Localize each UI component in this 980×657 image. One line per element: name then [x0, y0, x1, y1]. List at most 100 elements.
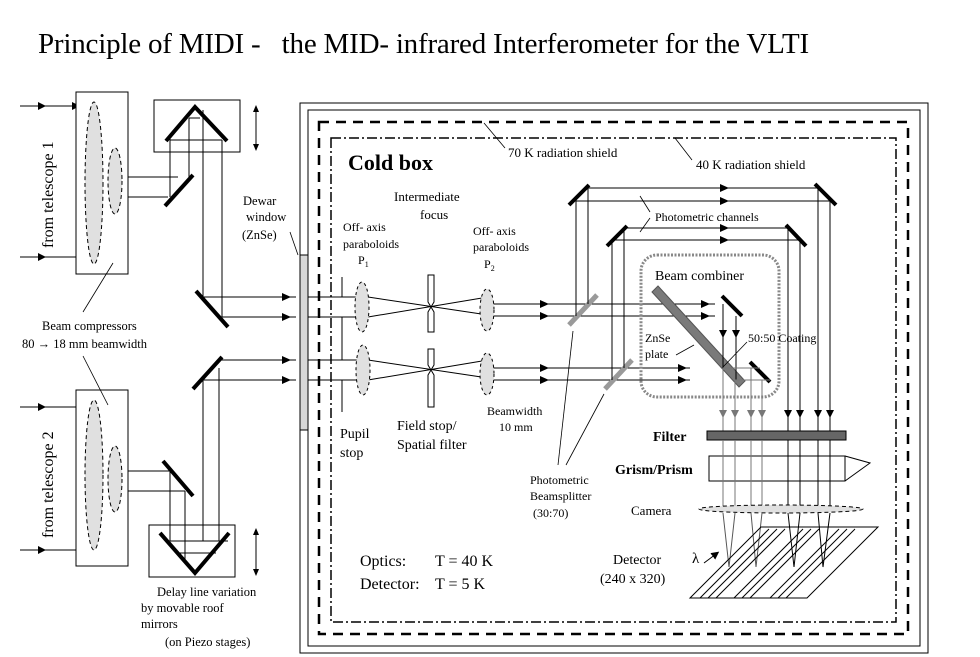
roof-mirror-1 — [153, 99, 241, 153]
pupil-stop-label-1: Pupil — [340, 427, 370, 442]
shield-70k-outline — [317, 120, 910, 636]
off-axis-p1-label-2: paraboloids — [343, 237, 399, 251]
detector-label-2: (240 x 320) — [600, 572, 666, 587]
p2-label: P2 — [484, 257, 495, 273]
off-axis-p2-label-2: paraboloids — [473, 240, 529, 254]
beam-path-1 — [128, 110, 296, 318]
dewar-window-label-3: (ZnSe) — [242, 228, 277, 242]
from-telescope-1-label: from telescope 1 — [40, 141, 57, 248]
photometric-bs-label-3: (30:70) — [533, 506, 568, 520]
shield-70k-leader — [483, 122, 506, 149]
camera-lens — [698, 504, 864, 514]
roof-mirror-2 — [148, 524, 236, 578]
photometric-mirrors — [567, 182, 838, 248]
fold-mirror-1a — [163, 173, 195, 208]
shield-70k-label: 70 K radiation shield — [508, 145, 618, 160]
telescope-1-input — [20, 102, 80, 261]
combiner-mirror-upper — [720, 294, 744, 318]
telescope-2-input — [20, 403, 76, 554]
roof-mirror-2-motion-arrow — [253, 528, 259, 576]
photometric-bs-label-2: Beamsplitter — [530, 489, 591, 503]
camera-label: Camera — [631, 503, 672, 518]
beam-combiner-label: Beam combiner — [655, 269, 744, 284]
photometric-bs-leader-2 — [565, 393, 605, 466]
dewar-input-arrows — [282, 293, 291, 384]
detector-temp-value: T = 5 K — [435, 576, 486, 593]
znse-plate-leader — [675, 344, 695, 356]
dewar-window-label-2: window — [246, 210, 286, 224]
combiner-internal-arrows — [719, 330, 740, 338]
pupil-stop-label-2: stop — [340, 446, 363, 461]
lambda-label: λ — [692, 551, 700, 567]
field-stop-lower — [427, 348, 435, 408]
delay-line-label-1: Delay line variation — [157, 585, 257, 599]
beamwidth-label-1: Beamwidth — [487, 404, 542, 418]
p1-label: P1 — [358, 253, 369, 269]
photometric-beamsplitter-2 — [603, 358, 634, 391]
cold-box-label: Cold box — [348, 150, 433, 175]
beam-path-2 — [128, 368, 296, 561]
filter-element — [706, 430, 847, 441]
filter-label: Filter — [653, 430, 686, 445]
optics-temp-label: Optics: — [360, 553, 406, 570]
photometric-beamsplitter-1 — [567, 293, 599, 327]
fold-mirror-2b — [191, 355, 224, 391]
combiner-mirror-lower — [748, 360, 772, 384]
from-telescope-2-label: from telescope 2 — [40, 431, 57, 538]
combiner-internal-paths — [722, 304, 737, 380]
znse-plate-label-2: plate — [645, 347, 668, 361]
beams-through-grism-photometric — [787, 440, 831, 510]
grism-label: Grism/Prism — [615, 463, 693, 478]
photometric-channels-leader-1 — [639, 195, 651, 213]
fold-mirror-1b — [194, 289, 230, 329]
detector-temp-label: Detector: — [360, 576, 420, 593]
dewar-window — [299, 254, 309, 431]
delay-line-label-2: by movable roof — [141, 601, 224, 615]
paraboloid-p2-upper — [479, 288, 495, 332]
delay-line-label-4: (on Piezo stages) — [165, 635, 250, 649]
beam-arrows-mid — [540, 300, 710, 384]
intermediate-focus-label-1: Intermediate — [394, 189, 460, 204]
photometric-channel-paths — [575, 187, 831, 420]
fold-mirror-2a — [161, 459, 195, 498]
paraboloid-p1-upper — [354, 281, 370, 333]
shield-40k-leader — [674, 137, 693, 161]
beam-compressors-label: Beam compressors — [42, 319, 137, 333]
roof-mirror-1-motion-arrow — [253, 105, 259, 151]
photometric-channels-label: Photometric channels — [655, 210, 759, 224]
photometric-bs-label-1: Photometric — [530, 473, 589, 487]
beams-through-grism-combined — [722, 440, 763, 510]
shield-40k-label: 40 K radiation shield — [696, 157, 806, 172]
off-axis-p1-label-1: Off- axis — [343, 220, 386, 234]
beam-combiner-box — [639, 253, 781, 399]
detector-array — [688, 526, 880, 599]
photometric-channel-arrows — [720, 184, 729, 244]
lambda-arrow — [703, 551, 720, 564]
beam-compressor-leader-2 — [82, 355, 109, 406]
paraboloid-p2-lower — [479, 352, 495, 396]
grism-element — [708, 455, 872, 482]
coating-label: 50:50 Coating — [748, 331, 816, 345]
page-title: Principle of MIDI - the MID- infrared In… — [38, 28, 809, 60]
intermediate-focus-label-2: focus — [420, 207, 448, 222]
beam-compressor-leader-1 — [82, 262, 114, 313]
znse-plate-label-1: ZnSe — [645, 331, 670, 345]
field-stop-label-2: Spatial filter — [397, 438, 467, 453]
detector-label-1: Detector — [613, 553, 662, 568]
camera-focus-cones — [722, 512, 831, 568]
photometric-channels-leader-2 — [639, 217, 651, 233]
combined-output-arrows — [719, 410, 766, 418]
znse-plate — [651, 285, 746, 388]
beam-compressor-2 — [75, 389, 129, 567]
photometric-output-arrows — [784, 410, 834, 418]
off-axis-p2-label-1: Off- axis — [473, 224, 516, 238]
dewar-window-label-1: Dewar — [243, 194, 277, 208]
photometric-bs-leader-1 — [557, 330, 574, 466]
field-stop-upper — [427, 274, 435, 333]
beam-compressors-width-label: 80 → 18 mm beamwidth — [22, 337, 148, 351]
optics-temp-value: T = 40 K — [435, 553, 494, 570]
beamwidth-label-2: 10 mm — [499, 420, 533, 434]
field-stop-label-1: Field stop/ — [397, 419, 457, 434]
dewar-window-leader — [289, 231, 299, 256]
